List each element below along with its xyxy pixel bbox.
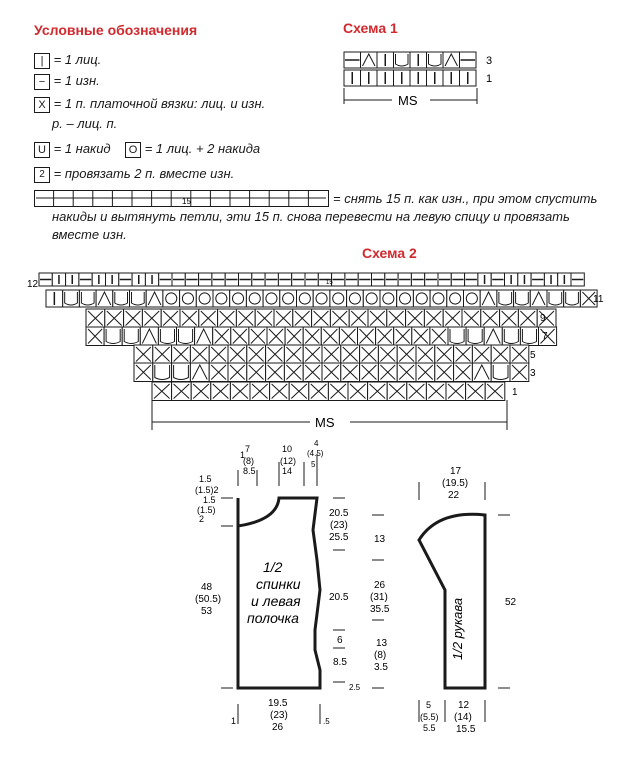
sleeve-left-13b: 13 — [376, 638, 388, 649]
legend-double-yo-text: = 1 лиц. + 2 накида — [144, 141, 261, 156]
body-outline — [236, 496, 322, 690]
body-left-48c: 53 — [201, 606, 213, 617]
body-bottom-5: .5 — [323, 717, 330, 726]
legend-purl: − = 1 изн. — [34, 73, 100, 90]
body-left-48a: 48 — [201, 582, 213, 593]
scheme2-title: Схема 2 — [362, 245, 417, 261]
sleeve-top-17b: (19.5) — [442, 478, 468, 489]
sleeve-right-52: 52 — [505, 597, 517, 608]
scheme2-row-1: 1 — [512, 387, 518, 398]
sleeve-left-35: 3.5 — [374, 662, 388, 673]
scheme2-row-7: 7 — [542, 331, 548, 342]
scheme2-row-9: 9 — [540, 313, 546, 324]
body-pattern: 1 7 (8) 8.5 10 (12) 14 4 (4.5) 5 1.5 (1.… — [195, 440, 361, 733]
body-top-7b: (8) — [243, 456, 254, 466]
k2tog-purl-symbol-icon: 2 — [34, 166, 50, 183]
sleeve-left-8: (8) — [374, 650, 386, 661]
sleeve-bottom-12c: 15.5 — [456, 724, 476, 735]
sleeve-bottom-12b: (14) — [454, 712, 472, 723]
body-top-7c: 8.5 — [243, 466, 256, 476]
sleeve-bottom-5c: 5.5 — [423, 723, 436, 733]
body-left-15d: (1.5) — [197, 505, 216, 515]
body-right-85: 8.5 — [333, 657, 347, 668]
body-label-2: спинки — [256, 576, 301, 592]
sleeve-top-17c: 22 — [448, 490, 460, 501]
slip15-number: 15 — [182, 197, 191, 206]
sleeve-bottom-12a: 12 — [458, 700, 470, 711]
body-top-4: 4 — [314, 440, 319, 448]
legend-knit: | = 1 лиц. — [34, 52, 101, 69]
legend-knit-text: = 1 лиц. — [53, 52, 102, 67]
body-top-7: 7 — [245, 444, 250, 454]
body-bottom-195c: 26 — [272, 722, 284, 733]
scheme2-center-number: 15 — [326, 280, 333, 286]
sleeve-top-17a: 17 — [450, 466, 462, 477]
sleeve-bottom-5b: (5.5) — [420, 712, 439, 722]
legend-k2tog-text: = провязать 2 п. вместе изн. — [53, 166, 235, 181]
scheme1-row-3: 3 — [486, 55, 492, 67]
body-bottom-195a: 19.5 — [268, 698, 288, 709]
body-left-15e: 2 — [199, 514, 204, 524]
legend-purl-text: = 1 изн. — [53, 73, 100, 88]
body-top-4c: 5 — [311, 460, 316, 469]
sleeve-left-26c: 35.5 — [370, 604, 390, 615]
slip15-symbol-icon: 15 — [34, 190, 329, 207]
scheme2-row-3: 3 — [530, 368, 536, 379]
legend-garter-text1: = 1 п. платочной вязки: лиц. и изн. — [53, 96, 266, 111]
legend-slip15-text1: = снять 15 п. как изн., при этом спустит… — [333, 191, 598, 206]
body-bottom-195b: (23) — [270, 710, 288, 721]
legend-garter: X = 1 п. платочной вязки: лиц. и изн. — [34, 96, 265, 113]
scheme2-row-11: 11 — [593, 294, 604, 305]
body-right-205a: 20.5 — [329, 508, 349, 519]
body-label-4: полочка — [247, 610, 299, 626]
sleeve-left-26a: 26 — [374, 580, 386, 591]
body-left-15c: 1.5 — [203, 495, 216, 505]
scheme2-row-12: 12 — [27, 279, 39, 290]
legend-k2tog: 2 = провязать 2 п. вместе изн. — [34, 166, 234, 183]
sleeve-left-13: 13 — [374, 534, 386, 545]
purl-symbol-icon: − — [34, 73, 50, 90]
legend-slip15-text2: накиды и вытянуть петли, эти 15 п. снова… — [52, 209, 570, 224]
scheme2-row-5: 5 — [530, 350, 536, 361]
scheme2-chart: 12 11 9 7 5 3 1 15 MS — [27, 272, 604, 430]
body-label-3: и левая — [251, 593, 301, 609]
double-yarn-over-symbol-icon: O — [125, 141, 142, 158]
scheme1-chart: 3 1 MS — [343, 51, 492, 108]
scheme1-ms-label: MS — [398, 93, 418, 108]
sleeve-left-26b: (31) — [370, 592, 388, 603]
body-right-6: 6 — [337, 635, 343, 646]
body-top-1: 1 — [240, 450, 245, 460]
body-top-10b: (12) — [280, 456, 296, 466]
legend-yo-text: = 1 накид — [53, 141, 111, 156]
garter-symbol-icon: X — [34, 96, 50, 113]
body-right-205mid: 20.5 — [329, 592, 349, 603]
sleeve-label: 1/2 рукава — [450, 598, 465, 660]
legend-yo: U = 1 накид O = 1 лиц. + 2 накида — [34, 141, 260, 158]
body-right-25: 2.5 — [349, 683, 361, 692]
body-left-48b: (50.5) — [195, 594, 221, 605]
scheme1-row-1: 1 — [486, 73, 492, 85]
knit-symbol-icon: | — [34, 52, 50, 69]
sleeve-bottom-5a: 5 — [426, 700, 431, 710]
body-top-4b: (4.5) — [307, 449, 324, 458]
scheme1-title: Схема 1 — [343, 20, 398, 36]
body-label-1: 1/2 — [263, 559, 283, 575]
legend-garter-text2: р. – лиц. п. — [52, 116, 118, 131]
yarn-over-symbol-icon: U — [34, 141, 50, 158]
body-right-205c: 25.5 — [329, 532, 349, 543]
body-top-10: 10 — [282, 444, 292, 454]
body-left-15a: 1.5 — [199, 474, 212, 484]
scheme2-ms-label: MS — [315, 415, 335, 430]
body-left-15b: (1.5)2 — [195, 485, 219, 495]
legend-slip15-text3: вместе изн. — [52, 227, 127, 242]
body-right-205b: (23) — [330, 520, 348, 531]
body-bottom-1: 1 — [231, 716, 236, 726]
sleeve-pattern: 17 (19.5) 22 13 26 (31) 35.5 13 (8) 3.5 … — [370, 466, 517, 735]
sleeve-outline — [417, 512, 487, 690]
legend-title: Условные обозначения — [34, 22, 198, 38]
body-top-10c: 14 — [282, 466, 292, 476]
